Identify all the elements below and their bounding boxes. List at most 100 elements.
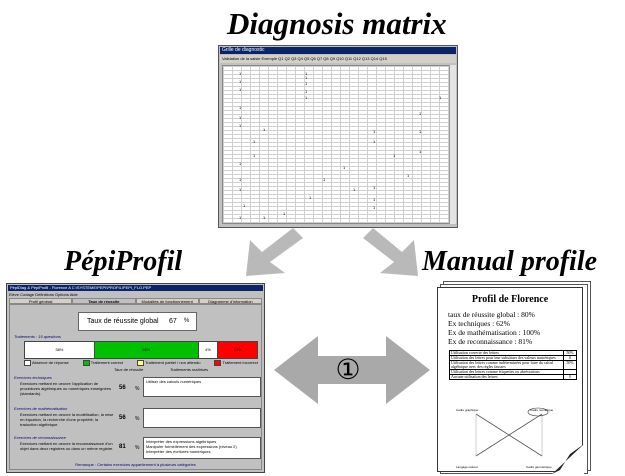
pepiprofil-tabs: Profil général Taux de réussite Modalité… bbox=[9, 298, 262, 304]
manual-profile-heading: Profil de Florence bbox=[471, 294, 549, 305]
legend-partial: Traitement partiel / non attendu bbox=[137, 360, 200, 366]
manual-line-global: taux de réussite global : 80% bbox=[448, 310, 535, 319]
matrix-cell-mark: 1 bbox=[419, 149, 422, 154]
matrix-cell-mark: 1 bbox=[239, 161, 242, 166]
matrix-cell-mark: 1 bbox=[305, 95, 308, 100]
matrix-cell-mark: 1 bbox=[309, 195, 312, 200]
matrix-cell-mark: 1 bbox=[263, 127, 266, 132]
arrow-to-pepiprofil bbox=[246, 228, 303, 276]
matrix-toolbar: Validation de la saisie Exemple Q1 Q2 Q3… bbox=[220, 55, 456, 63]
matrix-cell-mark: 1 bbox=[373, 139, 376, 144]
row-recognition-unit: % bbox=[135, 445, 140, 451]
manual-profile-sheet: Profil de Florence taux de réussite glob… bbox=[437, 287, 583, 472]
treatment-distribution-bar: 38%56%4%13% bbox=[24, 341, 258, 359]
registers-diagram bbox=[475, 407, 549, 457]
matrix-cell-mark: 1 bbox=[305, 75, 308, 80]
row-math-box bbox=[143, 408, 261, 428]
pepiprofil-panel: Taux de réussite global 67 % Traitements… bbox=[9, 304, 262, 470]
global-success-unit: % bbox=[184, 318, 190, 324]
matrix-cell-mark: 1 bbox=[373, 197, 376, 202]
matrix-cell-mark: 1 bbox=[243, 203, 246, 208]
tab-profil-general[interactable]: Profil général bbox=[9, 298, 73, 304]
row-math-unit: % bbox=[135, 416, 140, 422]
row-technical-value: 56 bbox=[119, 385, 126, 391]
row-math-section: Exercices de mathématisation bbox=[14, 406, 68, 411]
matrix-title-bar: Grille de diagnostic bbox=[220, 47, 456, 54]
matrix-cell-mark: 1 bbox=[253, 139, 256, 144]
pepiprofil-title: PépiProfil bbox=[64, 246, 183, 277]
manual-line-technical: Ex techniques : 62% bbox=[448, 319, 510, 328]
matrix-cell-mark: 1 bbox=[253, 153, 256, 158]
tab-modalites[interactable]: Modalités de fonctionnement bbox=[135, 298, 199, 304]
manual-profile-title: Manual profile bbox=[422, 246, 598, 277]
row-recognition-text: Exercices mettant en oeuvre la reconnais… bbox=[20, 441, 114, 451]
row-technical-box: Utiliser des calculs numériques bbox=[143, 377, 261, 397]
matrix-cell-mark: 1 bbox=[373, 205, 376, 210]
matrix-cell-mark: 1 bbox=[239, 215, 242, 220]
tab-taux-de-reussite[interactable]: Taux de réussite bbox=[72, 298, 136, 304]
matrix-cell-mark: 1 bbox=[239, 87, 242, 92]
matrix-cell-mark: 1 bbox=[353, 187, 356, 192]
matrix-cell-mark: 1 bbox=[305, 89, 308, 94]
matrix-cell-mark: 1 bbox=[263, 215, 266, 220]
matrix-cell-mark: 1 bbox=[239, 187, 242, 192]
row-technical-text: Exercices mettant en oeuvre l'applicatio… bbox=[20, 381, 111, 396]
page-curl-icon bbox=[552, 444, 584, 474]
legend-incorrect: Traitement incorrect bbox=[214, 360, 258, 366]
legend-absence: Absence de réponse bbox=[24, 360, 69, 366]
matrix-cell-mark: 1 bbox=[239, 123, 242, 128]
pepiprofil-window: PépiDiag & PépiProfil - Florence A C:\SY… bbox=[6, 283, 265, 473]
row-recognition-value: 81 bbox=[119, 444, 126, 450]
bar-segment: 13% bbox=[217, 342, 257, 358]
manual-line-recognition: Ex de reconnaissance : 81% bbox=[448, 337, 533, 346]
pepiprofil-footer-note: Remarque : Certains exercices appartienn… bbox=[75, 462, 196, 467]
diagnosis-matrix-window: Grille de diagnostic Validation de la sa… bbox=[218, 45, 458, 228]
matrix-cell-mark: 1 bbox=[239, 71, 242, 76]
matrix-scrollbar bbox=[449, 65, 456, 224]
map-label-numerique: Cadre numérique bbox=[530, 408, 554, 412]
manual-line-math: Ex de mathématisation : 100% bbox=[448, 328, 541, 337]
matrix-cell-mark: 1 bbox=[305, 71, 308, 76]
matrix-cell-mark: 1 bbox=[239, 115, 242, 120]
matrix-cell-mark: 1 bbox=[283, 211, 286, 216]
bar-segment: 38% bbox=[25, 342, 94, 358]
pepiprofil-title-bar: PépiDiag & PépiProfil - Florence A C:\SY… bbox=[8, 285, 263, 291]
col-header-success: Taux de réussite bbox=[114, 367, 144, 372]
matrix-cell-mark: 1 bbox=[373, 185, 376, 190]
tab-diagramme[interactable]: Diagramme d'information bbox=[198, 298, 262, 304]
row-recognition-section: Exercices de reconnaissance bbox=[14, 435, 67, 440]
map-label-langage: Langage naturel bbox=[456, 465, 478, 469]
matrix-cell-mark: 1 bbox=[407, 173, 410, 178]
matrix-cell-mark: 1 bbox=[419, 111, 422, 116]
treatments-label: Traitements : 15 questions bbox=[14, 334, 61, 339]
global-success-label: Taux de réussite global bbox=[87, 318, 159, 325]
step-one-badge: ① bbox=[335, 353, 361, 386]
treatment-legend: Absence de réponse Traitement correct Tr… bbox=[24, 360, 258, 366]
matrix-cell-mark: 1 bbox=[323, 177, 326, 182]
bar-segment: 56% bbox=[93, 342, 198, 358]
col-header-treatments: Traitements maîtrisés bbox=[170, 367, 209, 372]
matrix-cell-mark: 1 bbox=[393, 153, 396, 158]
matrix-cell-mark: 1 bbox=[373, 129, 376, 134]
global-success-value: 67 bbox=[169, 318, 177, 325]
matrix-cell-mark: 1 bbox=[419, 129, 422, 134]
map-label-graphique: Cadre graphique bbox=[456, 408, 479, 412]
arrow-to-manual-profile bbox=[363, 228, 418, 276]
map-label-geometrique: Cadre géométrique bbox=[526, 465, 552, 469]
row-recognition-box: Interpréter des expressions algébriques … bbox=[143, 437, 261, 459]
matrix-cell-mark: 1 bbox=[305, 81, 308, 86]
pepiprofil-menu-bar[interactable]: Elève Codage Définitions Options Aide bbox=[9, 292, 78, 297]
row-technical-unit: % bbox=[135, 386, 140, 392]
diagnosis-matrix-title: Diagnosis matrix bbox=[227, 6, 447, 41]
row-math-text: Exercices mettant en oeuvre la modélisat… bbox=[20, 412, 114, 427]
bar-segment: 4% bbox=[197, 342, 218, 358]
matrix-cell-mark: 1 bbox=[239, 79, 242, 84]
matrix-cell-mark: 1 bbox=[439, 95, 442, 100]
matrix-cell-mark: 1 bbox=[239, 105, 242, 110]
matrix-cell-mark: 1 bbox=[343, 165, 346, 170]
global-success-box: Taux de réussite global 67 % bbox=[78, 312, 197, 331]
row-technical-section: Exercices techniques bbox=[14, 375, 52, 380]
